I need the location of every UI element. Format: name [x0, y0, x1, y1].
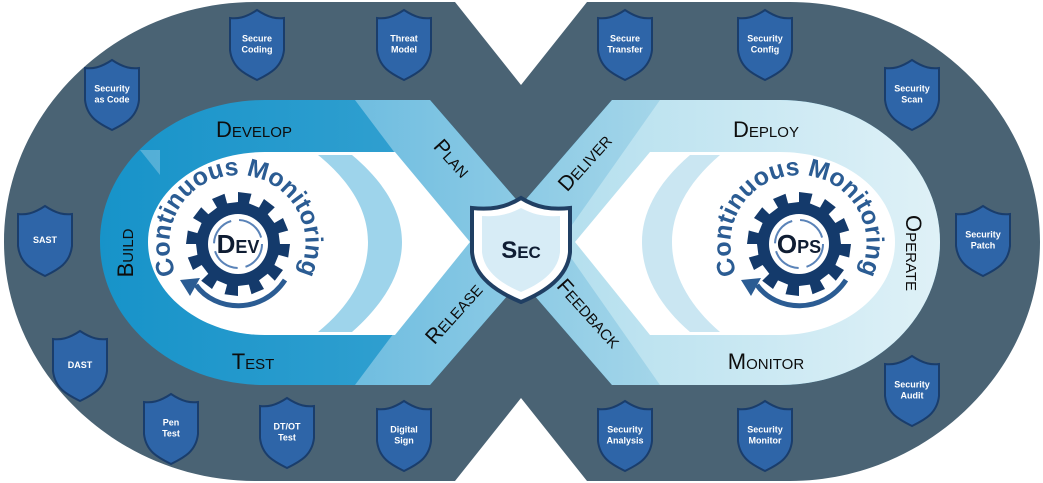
shield-icon	[955, 204, 1011, 278]
shield-icon	[259, 396, 315, 470]
rotation-arrows-icon	[774, 219, 824, 269]
security-shield-label: Test	[162, 429, 180, 439]
security-shield-8: DAST	[52, 329, 108, 403]
shield-icon	[84, 58, 140, 132]
shield-icon	[229, 8, 285, 82]
shield-icon	[376, 8, 432, 82]
security-shield-label: Test	[278, 433, 296, 443]
shield-icon	[143, 392, 199, 466]
security-shield-label: Sign	[394, 436, 414, 446]
security-shield-label: as Code	[94, 95, 129, 105]
security-shield-label: Audit	[901, 391, 924, 401]
security-shield-label: Model	[391, 45, 417, 55]
ops-label: Ops	[777, 229, 821, 259]
dev-label: Dev	[217, 229, 260, 259]
security-shield-label: Monitor	[749, 436, 782, 446]
dev-gear-icon	[186, 192, 290, 296]
shield-icon	[737, 399, 793, 473]
security-shield-label: Security	[894, 380, 930, 390]
security-shield-label: Secure	[242, 34, 272, 44]
security-shield-label: Pen	[163, 418, 180, 428]
shield-icon	[376, 399, 432, 473]
security-shield-label: Security	[894, 84, 930, 94]
phase-operate: Operate	[901, 215, 926, 291]
sec-shield: Sec	[470, 195, 572, 305]
security-shield-label: Config	[751, 45, 780, 55]
gear-hub	[208, 214, 268, 274]
shield-icon	[884, 354, 940, 428]
security-shield-6: SAST	[17, 204, 73, 278]
phase-build: Build	[113, 228, 138, 277]
shield-icon	[52, 329, 108, 403]
phase-develop: Develop	[216, 117, 292, 142]
rotation-arrows-icon	[213, 219, 263, 269]
security-shield-label: DT/OT	[274, 422, 301, 432]
security-shield-label: Threat	[390, 34, 418, 44]
sec-label: Sec	[501, 237, 541, 264]
phase-monitor: Monitor	[728, 349, 805, 374]
shield-icon	[597, 399, 653, 473]
security-shield-label: Security	[607, 425, 643, 435]
shield-icon	[737, 8, 793, 82]
security-shield-label: Coding	[242, 45, 273, 55]
gear-hub	[769, 214, 829, 274]
security-shield-label: Analysis	[606, 436, 643, 446]
shield-icon	[597, 8, 653, 82]
security-shield-label: DAST	[68, 360, 93, 370]
security-shield-label: Digital	[390, 425, 418, 435]
shield-icon	[884, 58, 940, 132]
security-shields: SecureCodingThreatModelSecureTransferSec…	[17, 8, 1011, 473]
security-shield-label: Security	[747, 34, 783, 44]
phase-deploy: Deploy	[733, 117, 799, 142]
security-shield-label: SAST	[33, 235, 58, 245]
ops-gear-icon	[747, 192, 851, 296]
security-shield-label: Security	[965, 230, 1001, 240]
shield-icon	[17, 204, 73, 278]
security-shield-label: Security	[94, 84, 130, 94]
security-shield-label: Security	[747, 425, 783, 435]
phase-test: Test	[232, 349, 275, 374]
security-shield-label: Secure	[610, 34, 640, 44]
security-shield-label: Transfer	[607, 45, 643, 55]
security-shield-label: Patch	[971, 241, 996, 251]
security-shield-label: Scan	[901, 95, 923, 105]
